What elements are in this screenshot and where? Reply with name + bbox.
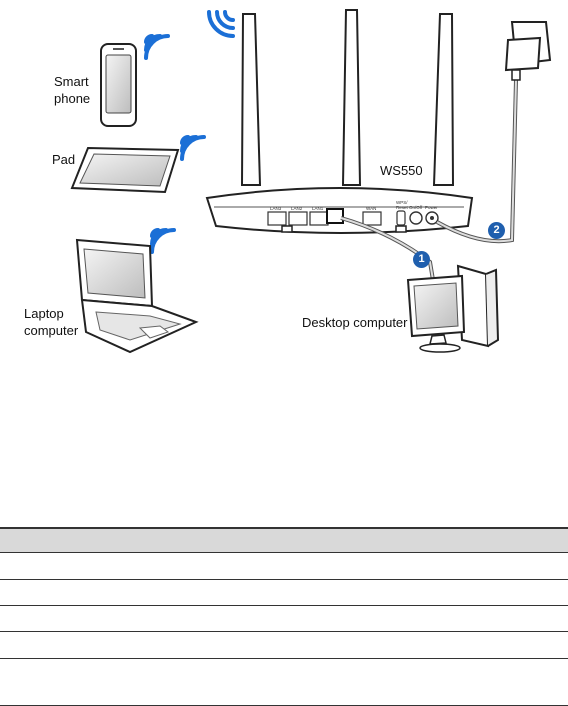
table-row — [0, 659, 568, 706]
wan-port — [362, 211, 382, 226]
lan2-port — [288, 211, 308, 226]
laptop-label-line1: Laptop — [24, 306, 64, 321]
smartphone-label-line2: phone — [54, 91, 91, 106]
router-model-label: WS550 — [380, 163, 423, 178]
tablet-icon — [70, 146, 180, 194]
laptop-icon — [75, 238, 199, 354]
smartphone-icon — [100, 43, 137, 127]
lan2-port-label: LAN2 — [291, 206, 303, 211]
wifi-signal-icon — [144, 34, 170, 60]
table-row — [0, 606, 568, 632]
router-antenna — [341, 9, 362, 186]
table-row — [0, 580, 568, 606]
table-row — [0, 632, 568, 659]
wps-label: WPS/ — [396, 200, 408, 205]
table-row — [0, 553, 568, 580]
lan1-port-label: LAN1 — [312, 206, 324, 211]
desktop-computer-icon — [406, 264, 500, 353]
on-off-label: On/Off — [409, 205, 423, 210]
laptop-label-line2: computer — [24, 323, 79, 338]
step-badge-1: 1 — [413, 251, 430, 268]
network-diagram: LAN3 LAN2 LAN1 WAN WPS/ Reset On/Off Pow… — [24, 9, 552, 354]
lan3-port-label: LAN3 — [270, 206, 282, 211]
wifi-signal-icon — [180, 135, 206, 161]
reset-label: Reset — [396, 205, 409, 210]
power-cable — [436, 79, 517, 243]
wan-port-label: WAN — [366, 206, 376, 211]
wifi-signal-icon — [207, 10, 235, 38]
desktop-label: Desktop computer — [302, 315, 408, 330]
lan3-port — [267, 211, 287, 226]
router-antenna — [432, 13, 455, 186]
step-badge-2: 2 — [488, 222, 505, 239]
power-jack — [425, 211, 439, 225]
reset-button — [396, 210, 406, 226]
lan1-port — [309, 211, 329, 226]
wifi-signal-icon — [150, 228, 176, 254]
power-port-label: Power — [425, 205, 438, 210]
router-antenna — [240, 13, 262, 186]
pad-label: Pad — [52, 152, 76, 167]
diagram-illustration: LAN3 LAN2 LAN1 WAN WPS/ Reset On/Off Pow… — [70, 9, 552, 354]
power-adapter-icon — [504, 21, 552, 81]
table — [0, 527, 568, 706]
power-switch — [409, 211, 423, 225]
lan-connected-port — [326, 208, 344, 224]
smartphone-label-line1: Smart — [54, 74, 89, 89]
table-header — [0, 527, 568, 553]
